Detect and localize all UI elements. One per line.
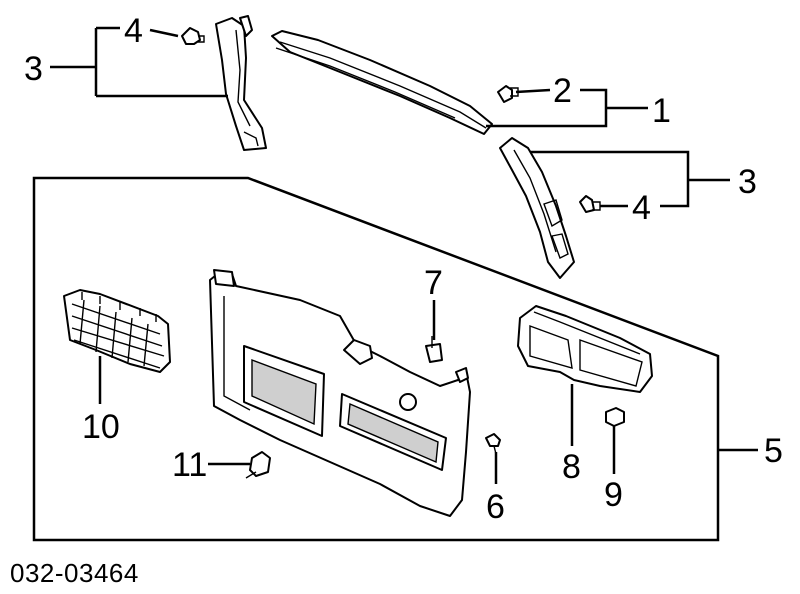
diagram-code: 032-03464 [10, 558, 139, 588]
clip-part-2 [497, 85, 519, 103]
clip-part-11 [245, 451, 271, 479]
clip-part-7 [425, 336, 443, 363]
callout-1: 1 [652, 92, 671, 130]
callout-3-right: 3 [738, 163, 757, 201]
cap-part-9 [605, 407, 625, 427]
upper-garnish-part-1 [271, 30, 493, 135]
callout-2: 2 [553, 72, 572, 110]
net-part-10 [63, 289, 171, 373]
clip-part-4-left [181, 27, 205, 45]
clip-part-4-right [579, 195, 601, 213]
leader-lines [50, 26, 758, 484]
pocket-part-8 [517, 305, 653, 393]
right-pillar-trim-part-3 [499, 137, 575, 279]
door-lining-board [209, 269, 471, 517]
callout-7: 7 [424, 264, 443, 302]
callout-6: 6 [486, 488, 505, 526]
screw-part-6 [485, 433, 501, 455]
left-pillar-trim-part-3 [215, 15, 267, 151]
callout-8: 8 [562, 448, 581, 486]
callout-10: 10 [82, 408, 120, 446]
callout-4-right: 4 [632, 189, 651, 227]
callout-9: 9 [604, 476, 623, 514]
callout-5: 5 [764, 432, 783, 470]
callout-11: 11 [172, 446, 207, 484]
callout-3-left: 3 [24, 50, 43, 88]
callout-4-left: 4 [124, 12, 143, 50]
assembly-boundary [32, 176, 720, 542]
